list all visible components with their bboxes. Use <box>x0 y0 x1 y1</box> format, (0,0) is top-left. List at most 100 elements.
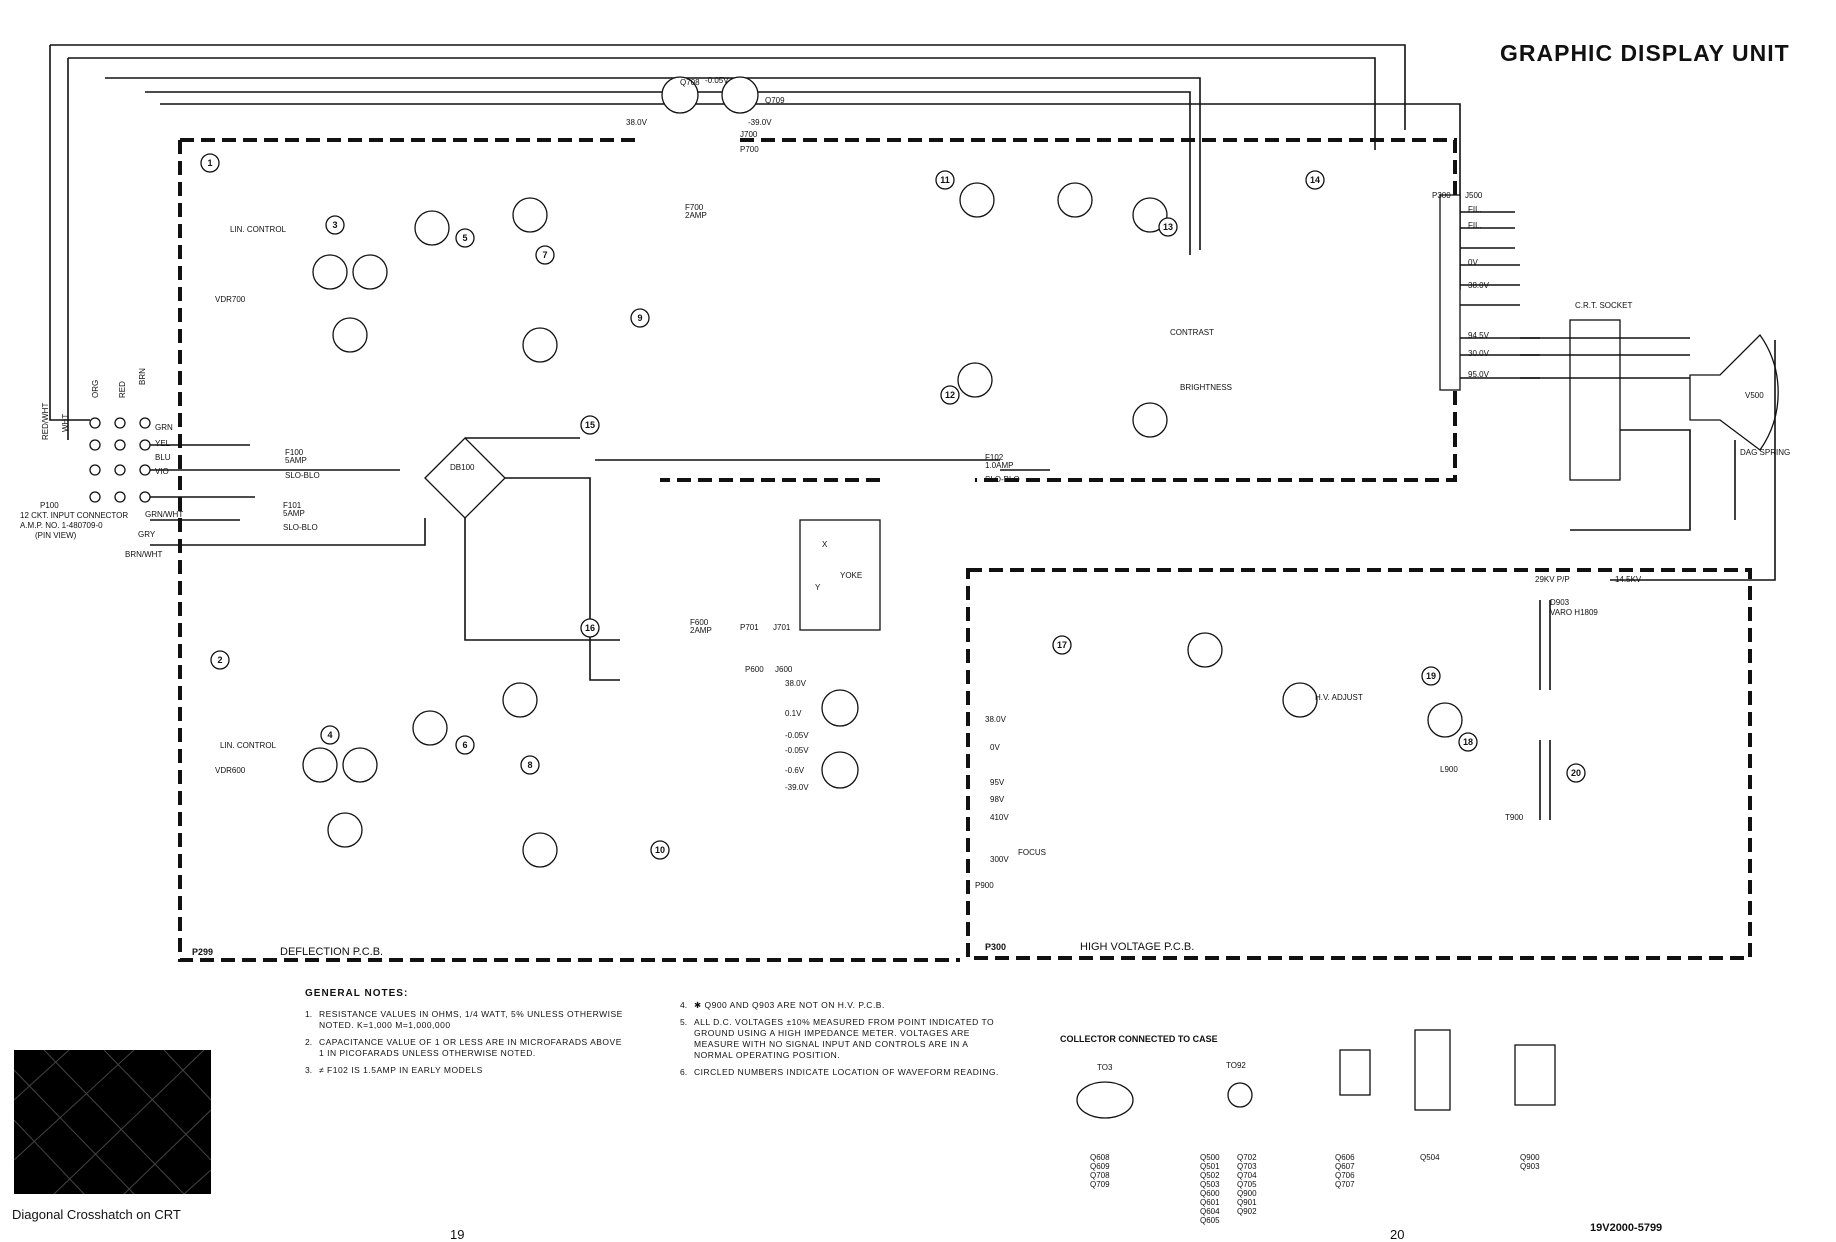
waveform-point-10: 10 <box>650 840 670 860</box>
svg-text:16: 16 <box>585 623 595 633</box>
notes-heading: GENERAL NOTES: <box>305 988 409 999</box>
p100-desc3: (PIN VIEW) <box>35 531 77 540</box>
v94-label: 94.5V <box>1468 331 1490 340</box>
waveform-point-2: 2 <box>210 650 230 670</box>
v95-label: 95.0V <box>1468 370 1490 379</box>
f100-ref: F100 <box>285 448 304 457</box>
crosshatch-pattern <box>13 1049 212 1195</box>
f700-rating: 2AMP <box>685 211 707 220</box>
package-item-q705: Q705 <box>1237 1180 1257 1189</box>
f102-rating: 1.0AMP <box>985 461 1013 470</box>
waveform-point-13: 13 <box>1158 217 1178 237</box>
to92-label: TO92 <box>1226 1061 1246 1070</box>
wire-gry: GRY <box>138 530 156 539</box>
note-2: 2.CAPACITANCE VALUE OF 1 OR LESS ARE IN … <box>305 1037 622 1058</box>
svg-text:15: 15 <box>585 420 595 430</box>
note-4: 4.✱ Q900 AND Q903 ARE NOT ON H.V. P.C.B. <box>680 1000 885 1010</box>
yoke-y-label: Y <box>815 583 821 592</box>
to3-label: TO3 <box>1097 1063 1113 1072</box>
waveform-point-19: 19 <box>1421 666 1441 686</box>
page-number-right: 20 <box>1390 1227 1405 1242</box>
f102-type: SLO-BLO <box>985 475 1020 484</box>
v0-label: 0V <box>1468 258 1478 267</box>
package-item-q605: Q605 <box>1200 1216 1220 1225</box>
input-connector-p100 <box>89 417 151 503</box>
p701-label: P701 <box>740 623 759 632</box>
svg-text:4: 4 <box>327 730 332 740</box>
transistor-symbols <box>302 76 1463 868</box>
db100-label: DB100 <box>450 463 475 472</box>
crt-socket <box>1569 319 1621 481</box>
waveform-point-16: 16 <box>580 618 600 638</box>
wire-grn-wht: GRN/WHT <box>145 510 183 519</box>
svg-text:20: 20 <box>1571 768 1581 778</box>
lin-control-700: LIN. CONTROL <box>230 225 287 234</box>
package-item-q601: Q601 <box>1200 1198 1220 1207</box>
crt-socket-label: C.R.T. SOCKET <box>1575 301 1632 310</box>
package-item-q504: Q504 <box>1420 1153 1440 1162</box>
v500-label: V500 <box>1745 391 1764 400</box>
f101-rating: 5AMP <box>283 509 305 518</box>
svg-text:12: 12 <box>945 390 955 400</box>
v30-label: 30.0V <box>1468 349 1490 358</box>
vdr600-label: VDR600 <box>215 766 246 775</box>
d100-wire <box>595 459 1050 471</box>
waveform-point-17: 17 <box>1052 635 1072 655</box>
j600-38v: 38.0V <box>785 679 807 688</box>
package-item-q709: Q709 <box>1090 1180 1110 1189</box>
svg-text:14: 14 <box>1310 175 1320 185</box>
package-item-q708: Q708 <box>1090 1171 1110 1180</box>
svg-text:13: 13 <box>1163 222 1173 232</box>
v38-label: 38.0V <box>1468 281 1490 290</box>
package-item-q608: Q608 <box>1090 1153 1110 1162</box>
svg-text:1: 1 <box>207 158 212 168</box>
waveform-point-14: 14 <box>1305 170 1325 190</box>
svg-text:8: 8 <box>527 760 532 770</box>
top-neg39v: -39.0V <box>748 118 772 127</box>
t900-label: T900 <box>1505 813 1524 822</box>
waveform-point-11: 11 <box>935 170 955 190</box>
svg-text:17: 17 <box>1057 640 1067 650</box>
package-item-q606: Q606 <box>1335 1153 1355 1162</box>
p900-95v: 95V <box>990 778 1005 787</box>
waveform-point-4: 4 <box>320 725 340 745</box>
p600-label: P600 <box>745 665 764 674</box>
f600-ref: F600 <box>690 618 709 627</box>
package-lists: Q608Q609Q708Q709Q500Q501Q502Q503Q600Q601… <box>1090 1153 1540 1225</box>
top-neg005v: -0.05V <box>705 76 729 85</box>
l900-label: L900 <box>1440 765 1458 774</box>
hv-14kv: 14.5KV <box>1615 575 1642 584</box>
svg-text:18: 18 <box>1463 737 1473 747</box>
j701-label: J701 <box>773 623 791 632</box>
waveform-point-6: 6 <box>455 735 475 755</box>
waveform-point-20: 20 <box>1566 763 1586 783</box>
db100-bridge <box>424 437 506 519</box>
waveform-point-1: 1 <box>200 153 220 173</box>
p900-0v: 0V <box>990 743 1000 752</box>
j700-label: J700 <box>740 130 758 139</box>
note-5: 5.ALL D.C. VOLTAGES ±10% MEASURED FROM P… <box>680 1017 995 1060</box>
wire-brn: BRN <box>138 368 147 385</box>
package-drawings <box>1076 1029 1556 1119</box>
j500-label: J500 <box>1465 191 1483 200</box>
svg-text:2: 2 <box>217 655 222 665</box>
high-voltage-board-border <box>966 568 1752 960</box>
dag-spring-label: DAG SPRING <box>1740 448 1790 457</box>
crt-tube <box>1689 333 1779 451</box>
board-id-p300: P300 <box>985 942 1006 952</box>
contrast-label: CONTRAST <box>1170 328 1214 337</box>
package-item-q900: Q900 <box>1237 1189 1257 1198</box>
p100-desc1: 12 CKT. INPUT CONNECTOR <box>20 511 128 520</box>
crt-caption: Diagonal Crosshatch on CRT <box>12 1207 181 1222</box>
note-1: 1.RESISTANCE VALUES IN OHMS, 1/4 WATT, 5… <box>305 1009 623 1030</box>
package-item-q704: Q704 <box>1237 1171 1257 1180</box>
svg-text:11: 11 <box>940 175 950 185</box>
fil1-label: FIL. <box>1468 205 1482 214</box>
vdr700-label: VDR700 <box>215 295 246 304</box>
crt-crosshatch-image <box>13 1049 212 1195</box>
package-item-q503: Q503 <box>1200 1180 1220 1189</box>
package-item-q600: Q600 <box>1200 1189 1220 1198</box>
j500-pin-lines <box>1460 211 1540 379</box>
d903-desc: VARO H1809 <box>1550 608 1598 617</box>
brightness-label: BRIGHTNESS <box>1180 383 1232 392</box>
